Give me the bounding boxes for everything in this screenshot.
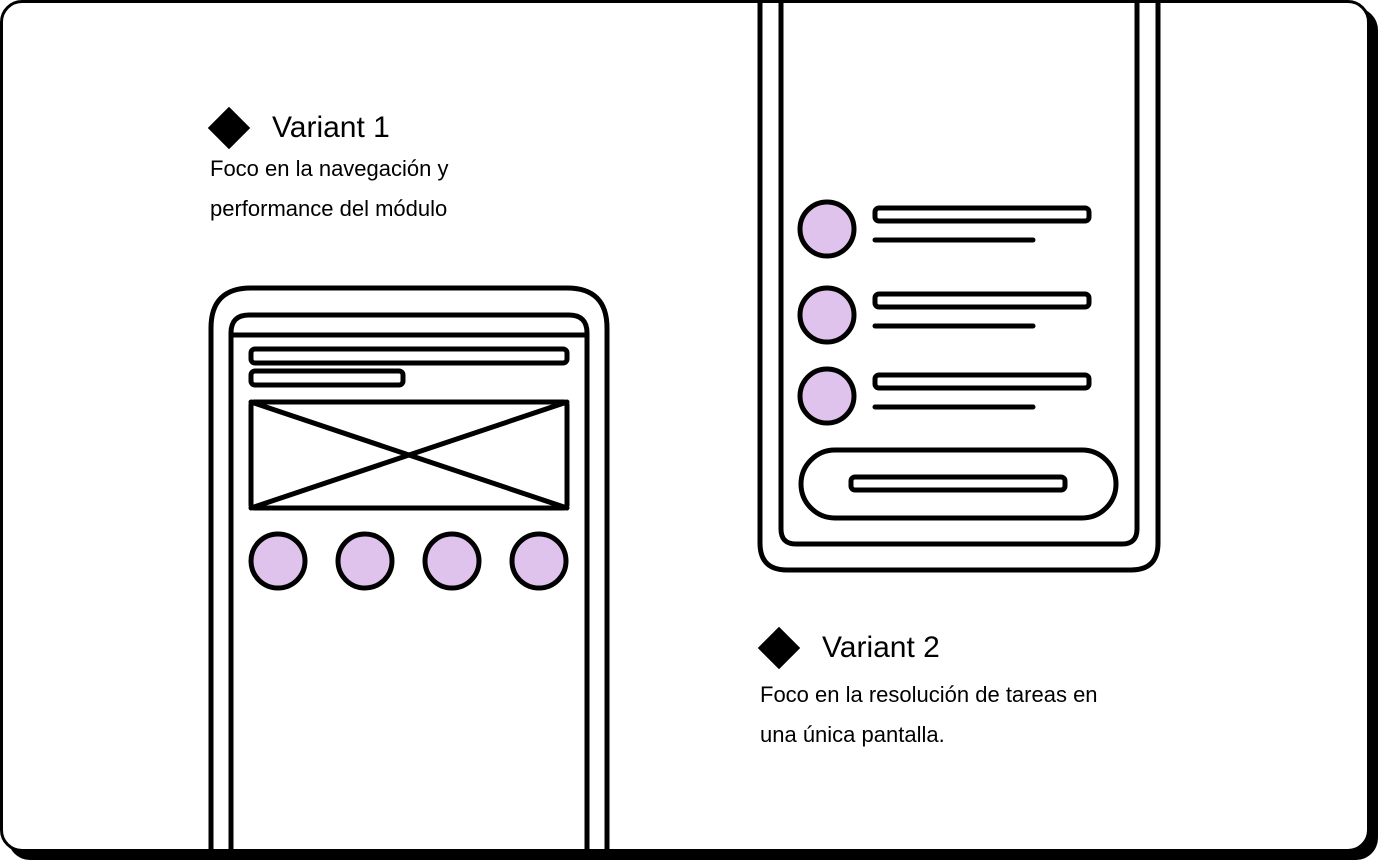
text-placeholder-bar	[248, 346, 570, 366]
list-item-title-bar	[872, 291, 1092, 310]
list-item-title-bar	[872, 205, 1092, 224]
phone-screen-frame	[228, 312, 590, 849]
button-label-bar	[848, 474, 1068, 493]
variant-2-description-line: una única pantalla.	[760, 722, 945, 747]
image-placeholder-icon	[248, 399, 570, 511]
canvas-card: Variant 1 Foco en la navegación y perfor…	[0, 0, 1370, 852]
primary-button-placeholder	[798, 447, 1119, 521]
phone-screen-frame	[778, 3, 1140, 547]
variant-1-phone-wireframe	[208, 285, 610, 849]
list-item-avatar	[797, 285, 857, 345]
list-item-avatar	[797, 199, 857, 259]
variant-2-description: Foco en la resolución de tareas en una ú…	[760, 675, 1098, 755]
variant-1-description-line: performance del módulo	[210, 196, 448, 221]
phone-outer-frame	[208, 285, 610, 849]
variant-1-description-line: Foco en la navegación y	[210, 156, 449, 181]
variant-1-description: Foco en la navegación y performance del …	[210, 149, 449, 229]
phone-outer-frame	[757, 3, 1161, 573]
avatar-circle-placeholder	[248, 531, 308, 591]
variant-2-phone-wireframe	[757, 3, 1161, 573]
avatar-circle-placeholder	[335, 531, 395, 591]
variant-1-heading: Variant 1	[207, 106, 390, 150]
list-item-title-bar	[872, 372, 1092, 391]
variant-1-title: Variant 1	[272, 111, 390, 144]
avatar-circle-placeholder	[422, 531, 482, 591]
text-placeholder-bar	[248, 368, 406, 388]
variant-2-description-line: Foco en la resolución de tareas en	[760, 682, 1098, 707]
avatar-circle-placeholder	[509, 531, 569, 591]
wireframes	[208, 3, 1161, 849]
variant-2-title: Variant 2	[822, 631, 940, 664]
list-item-avatar	[797, 366, 857, 426]
variant-2-heading: Variant 2	[757, 626, 940, 670]
